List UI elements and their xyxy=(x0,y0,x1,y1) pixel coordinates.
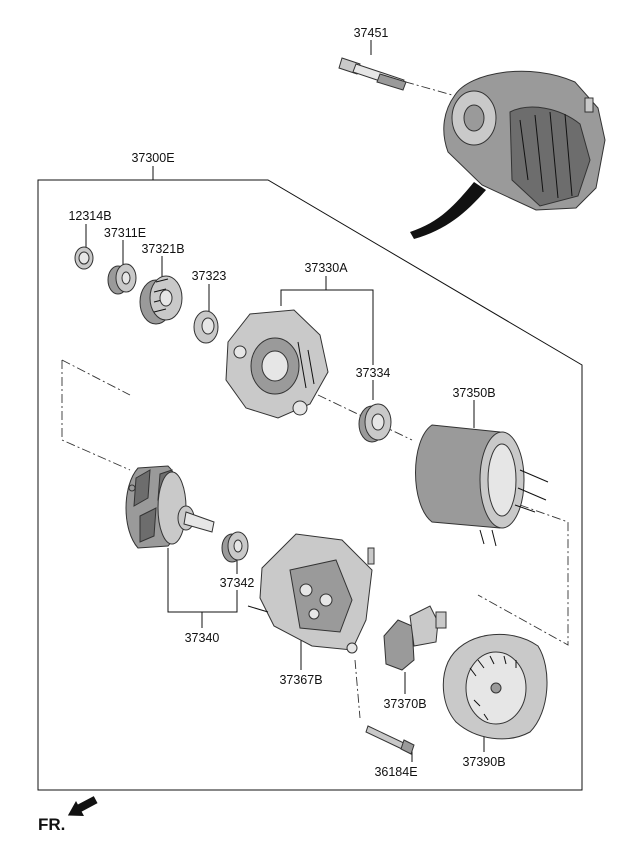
front-bracket xyxy=(225,309,329,419)
clutch xyxy=(107,263,137,295)
rear-cover xyxy=(442,633,548,740)
rotor xyxy=(125,465,215,549)
label-37370B: 37370B xyxy=(383,697,426,711)
label-37323: 37323 xyxy=(192,269,227,283)
label-37350B: 37350B xyxy=(452,386,495,400)
label-37451: 37451 xyxy=(354,26,389,40)
terminal-bolt xyxy=(365,725,415,755)
label-37367B: 37367B xyxy=(279,673,322,687)
label-12314B: 12314B xyxy=(68,209,111,223)
stator xyxy=(415,424,549,547)
voltage-regulator xyxy=(383,605,447,671)
through-bolt xyxy=(338,57,407,91)
rectifier-bracket xyxy=(247,533,375,654)
label-37300E: 37300E xyxy=(131,151,174,165)
rear-bearing xyxy=(358,403,392,443)
label-37342: 37342 xyxy=(220,576,255,590)
label-37334: 37334 xyxy=(356,366,391,380)
rotor-bearing xyxy=(221,531,249,563)
label-37340: 37340 xyxy=(185,631,220,645)
assembled-alternator xyxy=(443,70,606,211)
assembly-arrow xyxy=(410,182,486,239)
front-direction-arrow xyxy=(67,796,98,817)
label-37311E: 37311E xyxy=(104,226,146,240)
label-36184E: 36184E xyxy=(374,765,417,779)
label-37390B: 37390B xyxy=(462,755,505,769)
front-direction-label: FR. xyxy=(38,815,65,834)
label-37321B: 37321B xyxy=(141,242,184,256)
pulley xyxy=(139,275,183,325)
label-37330A: 37330A xyxy=(304,261,348,275)
front-bearing xyxy=(193,310,219,344)
assembly-frame xyxy=(37,179,583,791)
cap xyxy=(74,246,94,270)
